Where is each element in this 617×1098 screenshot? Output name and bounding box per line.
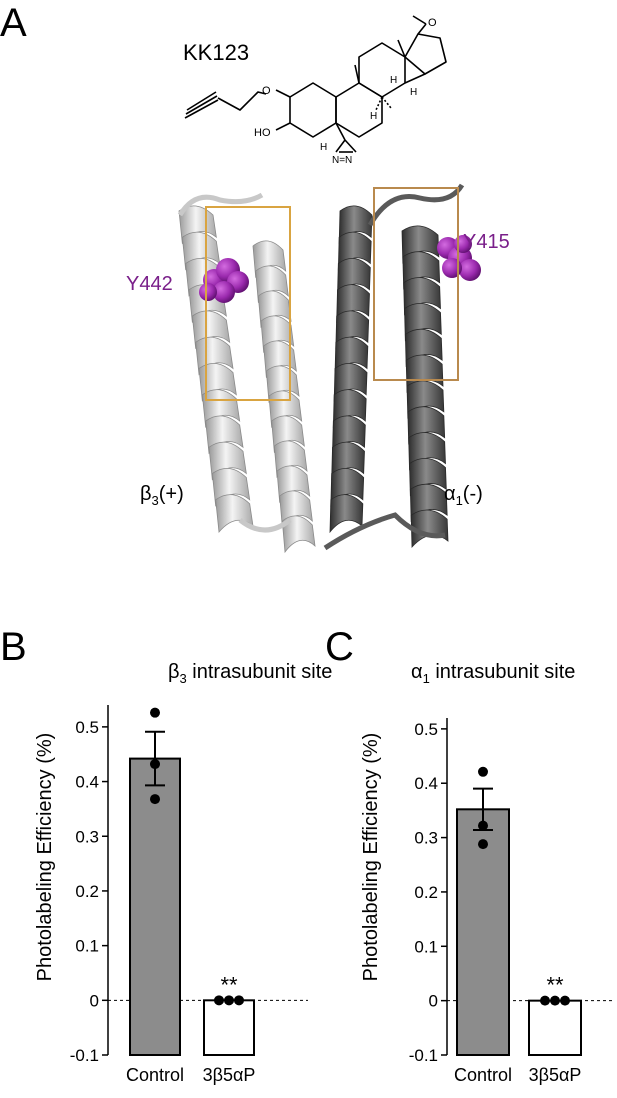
protein-helices [177, 183, 465, 554]
beta3-subunit-helices [178, 205, 316, 554]
data-point [550, 995, 560, 1006]
data-point [478, 839, 488, 850]
panel-c: C α1 intrasubunit site Photolabeling Eff… [325, 625, 612, 1085]
loop-light-2 [238, 517, 292, 533]
y-tick-label: 0.2 [75, 882, 99, 901]
data-point [478, 820, 488, 831]
panel-a-letter: A [0, 1, 27, 45]
category-label: 3β5αP [203, 1065, 256, 1085]
data-point [478, 766, 488, 777]
residue-label-y415: Y415 [463, 231, 510, 253]
panel-b: B β3 intrasubunit site Photolabeling Eff… [0, 625, 332, 1085]
bar [203, 999, 255, 1056]
panel-a: A KK123 [0, 1, 510, 554]
chem-label-o-ether: O [262, 85, 271, 97]
y-tick-label: -0.1 [409, 1046, 438, 1065]
category-label: 3β5αP [529, 1065, 582, 1085]
chem-label-o-methoxy: O [428, 17, 437, 29]
data-point [540, 995, 550, 1006]
chem-label-h4: H [320, 142, 327, 153]
binding-site-box-right [373, 187, 459, 381]
y-tick-label: 0.1 [414, 937, 438, 956]
chem-label-h2: H [390, 75, 397, 86]
chart-c-title: α1 intrasubunit site [411, 661, 575, 686]
data-point [150, 794, 160, 805]
significance-label: ** [220, 972, 238, 997]
data-point [224, 995, 234, 1006]
data-point [214, 995, 224, 1006]
binding-site-box-left [205, 206, 291, 401]
y-tick-label: 0.4 [75, 773, 99, 792]
subunit-label-alpha1: α1(-) [444, 483, 483, 508]
loop-light [177, 192, 264, 217]
chem-label-h3: H [410, 87, 417, 98]
data-point [560, 995, 570, 1006]
chart-b-title: β3 intrasubunit site [168, 661, 332, 686]
category-label: Control [454, 1065, 512, 1085]
y-tick-label: 0 [429, 992, 438, 1011]
category-label: Control [126, 1065, 184, 1085]
chem-label-diazirine: N=N [332, 155, 352, 166]
residue-y442-spheres [199, 258, 249, 303]
y-tick-label: 0.5 [75, 718, 99, 737]
y-tick-label: 0.3 [75, 827, 99, 846]
y-tick-label: 0.2 [414, 883, 438, 902]
data-point [234, 995, 244, 1006]
y-tick-label: 0.3 [414, 829, 438, 848]
chem-label-ho: HO [254, 127, 271, 139]
chart-c-ylabel: Photolabeling Efficiency (%) [360, 733, 382, 982]
y-tick-label: 0.5 [414, 720, 438, 739]
bar [528, 999, 582, 1056]
helix-dark-2-turn [410, 509, 449, 549]
y-tick-label: 0.1 [75, 937, 99, 956]
alpha1-subunit-helices [329, 205, 449, 549]
significance-label: ** [546, 973, 564, 998]
chart-b-ylabel: Photolabeling Efficiency (%) [34, 733, 56, 982]
residue-label-y442: Y442 [126, 273, 173, 295]
loop-dark [367, 183, 465, 227]
y-tick-label: 0.4 [414, 774, 438, 793]
panel-c-letter: C [325, 625, 354, 669]
bar [129, 757, 181, 1056]
chem-label-h1: H [370, 111, 377, 122]
compound-label: KK123 [183, 40, 249, 65]
data-point [150, 707, 160, 718]
loop-dark-2 [323, 512, 446, 551]
helix-light-2-turn [281, 515, 316, 554]
panel-b-letter: B [0, 625, 27, 669]
subunit-label-beta3: β3(+) [140, 483, 184, 508]
helix-dark-1-turn [329, 494, 364, 534]
y-tick-label: -0.1 [70, 1046, 99, 1065]
y-tick-label: 0 [90, 991, 99, 1010]
data-point [150, 759, 160, 770]
steroid-structure [184, 15, 447, 153]
